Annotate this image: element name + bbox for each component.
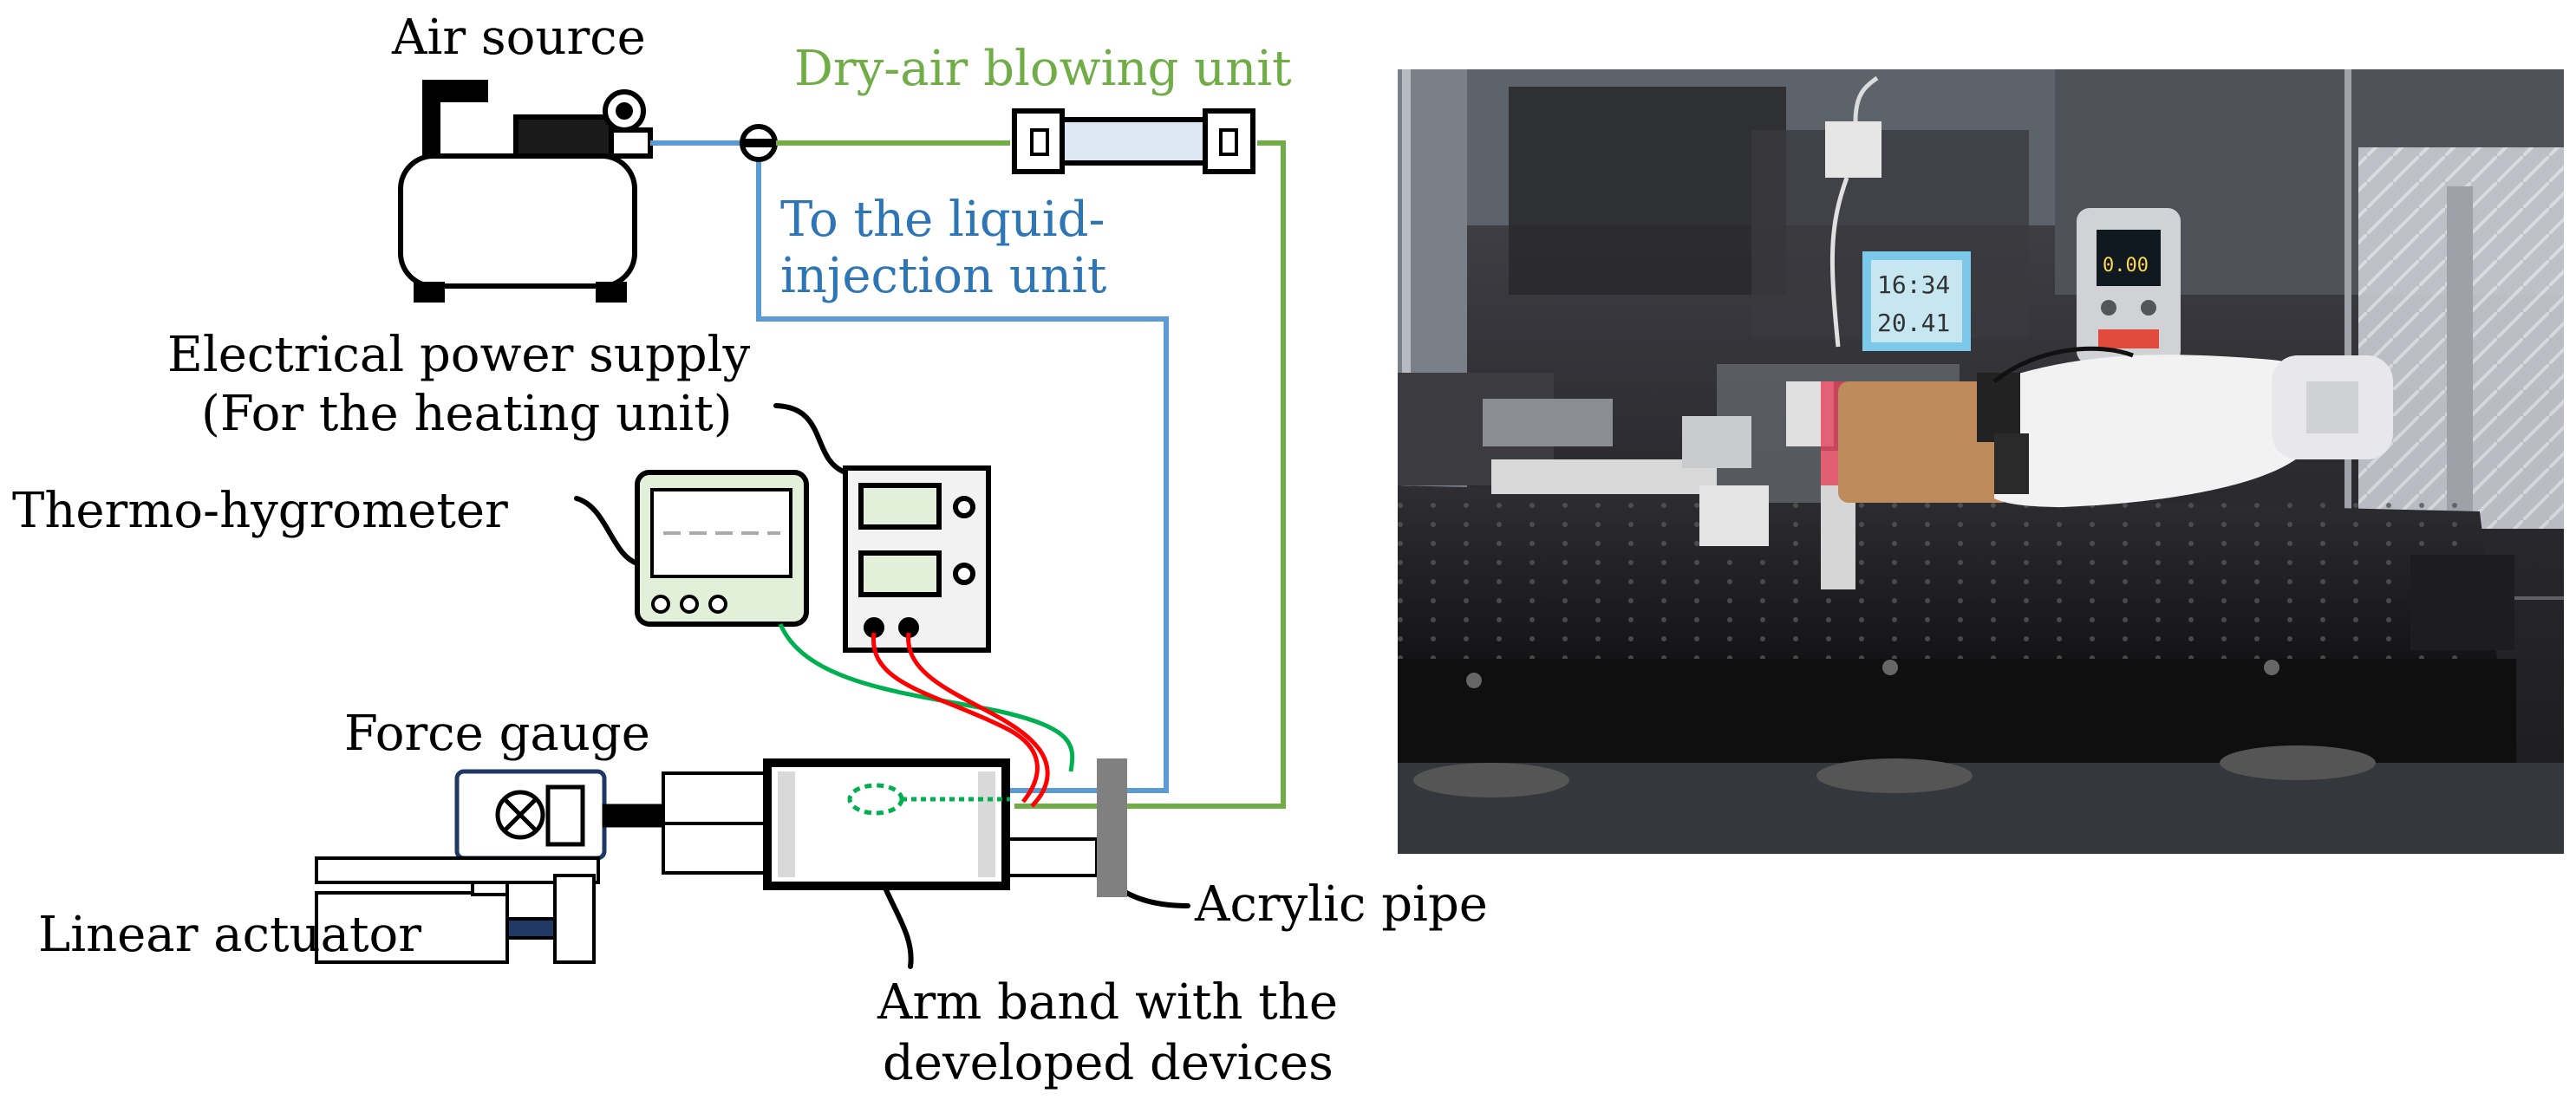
- label-dry-air-unit: Dry-air blowing unit: [794, 41, 1292, 97]
- label-linear-actuator: Linear actuator: [38, 907, 421, 963]
- svg-text:16:34: 16:34: [1877, 270, 1950, 299]
- label-power-line1: Electrical power supply: [167, 327, 751, 383]
- label-liquid-line2: injection unit: [780, 248, 1107, 304]
- svg-text:0.00: 0.00: [2103, 255, 2149, 277]
- valve-icon: [740, 124, 778, 162]
- air-source-compressor: [398, 80, 653, 303]
- label-power-line2: (For the heating unit): [201, 386, 733, 442]
- label-acrylic-pipe: Acrylic pipe: [1194, 876, 1488, 933]
- force-gauge: [454, 769, 663, 861]
- label-liquid-line1: To the liquid-: [780, 192, 1105, 248]
- sensor-wires: [778, 623, 1075, 808]
- schematic-labels: Air source Dry-air blowing unit To the l…: [12, 10, 1488, 1091]
- photo-clock: 16:34 20.41: [1862, 251, 1971, 351]
- label-air-source: Air source: [391, 10, 646, 66]
- linear-actuator: [315, 856, 600, 964]
- label-arm-band-line2: developed devices: [883, 1035, 1334, 1091]
- dry-air-filter: [1012, 108, 1255, 174]
- electrical-power-supply: [843, 465, 991, 653]
- label-arm-band-line1: Arm band with the: [877, 974, 1338, 1031]
- arm-band: [763, 758, 1010, 890]
- dry-air-line: [776, 140, 1286, 809]
- label-thermo-hygrometer: Thermo-hygrometer: [12, 483, 508, 539]
- thermo-hygrometer: [635, 470, 809, 627]
- label-force-gauge: Force gauge: [344, 706, 650, 762]
- photo-gauge: 0.00: [2077, 208, 2181, 364]
- experiment-photo: 16:34 20.41 0.00: [1398, 69, 2564, 854]
- acrylic-pipe: [662, 758, 1127, 897]
- svg-text:20.41: 20.41: [1877, 309, 1950, 337]
